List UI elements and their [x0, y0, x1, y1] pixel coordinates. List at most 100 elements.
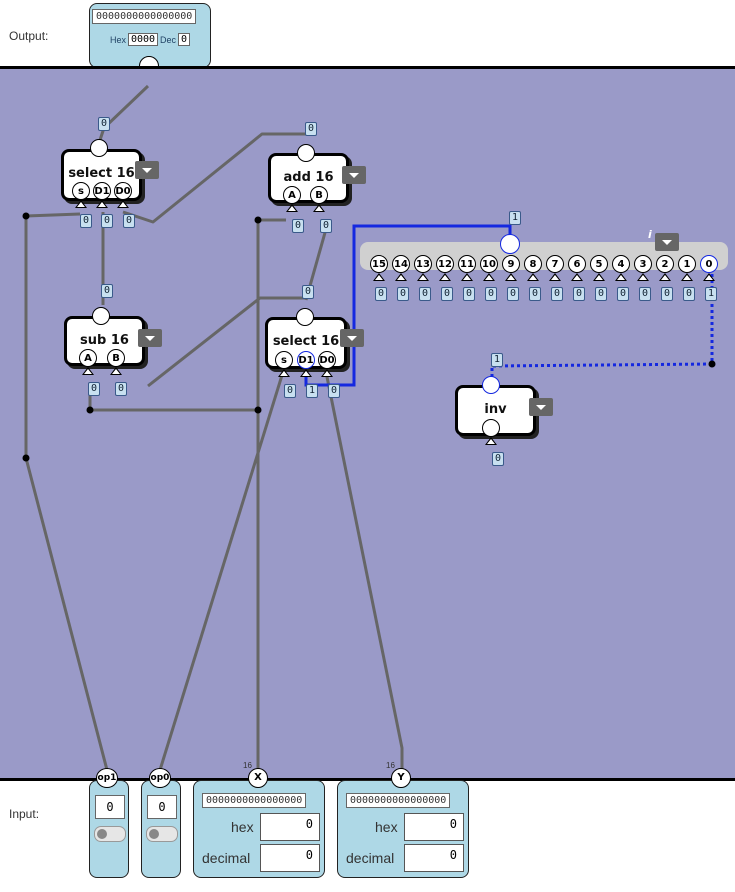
splitter-bit-value: 0: [573, 287, 586, 301]
x-input-panel: 0000000000000000 hex 0 decimal 0: [193, 780, 325, 878]
x-hex-input[interactable]: 0: [260, 813, 320, 841]
x-dec-input[interactable]: 0: [260, 844, 320, 872]
y-bits: 0000000000000000: [346, 793, 451, 808]
sub-title: sub 16: [80, 333, 129, 348]
sub-b-pin[interactable]: B: [107, 349, 125, 367]
splitter-bit-pin[interactable]: 9: [502, 255, 520, 273]
y-dec-input[interactable]: 0: [404, 844, 464, 872]
op0-toggle[interactable]: [146, 826, 178, 842]
splitter-bit-pin[interactable]: 5: [590, 255, 608, 273]
select-mid-s-port: [278, 369, 290, 377]
inv-menu-button[interactable]: [529, 398, 553, 416]
splitter-menu-button[interactable]: [655, 233, 679, 251]
splitter-bit-pin[interactable]: 8: [524, 255, 542, 273]
select-top-s-port: [75, 200, 87, 208]
splitter-bit-pin[interactable]: 7: [546, 255, 564, 273]
wire-value: 0: [302, 285, 315, 299]
inv-out-pin[interactable]: [482, 419, 500, 437]
wire: [147, 296, 306, 388]
bus-wire: [304, 224, 512, 387]
sub-a-pin[interactable]: A: [79, 349, 97, 367]
sub-menu-button[interactable]: [138, 329, 162, 347]
wire-value: 0: [328, 384, 341, 398]
output-bits: 0000000000000000: [92, 9, 197, 24]
splitter-in-pin[interactable]: [500, 234, 520, 254]
info-icon[interactable]: i: [334, 319, 338, 332]
splitter-bit-port: [659, 273, 671, 281]
x-pin[interactable]: X: [248, 768, 268, 788]
junctions: [22, 212, 716, 462]
x-hex-label: hex: [231, 819, 254, 835]
add-a-pin[interactable]: A: [283, 186, 301, 204]
info-icon[interactable]: i: [648, 228, 652, 241]
splitter-bit-pin[interactable]: 15: [370, 255, 388, 273]
info-icon[interactable]: i: [524, 388, 528, 401]
splitter-bit-pin[interactable]: 10: [480, 255, 498, 273]
op0-pin[interactable]: op0: [149, 768, 171, 788]
wire-value: 0: [305, 122, 318, 136]
select-top-menu-button[interactable]: [135, 161, 159, 179]
add-menu-button[interactable]: [342, 166, 366, 184]
output-label: Output:: [9, 29, 49, 43]
select-mid-d0-pin[interactable]: D0: [318, 351, 336, 369]
wire: [122, 132, 306, 224]
splitter-bit-pin[interactable]: 12: [436, 255, 454, 273]
splitter-bit-value: 0: [617, 287, 630, 301]
wire-value: 0: [123, 214, 136, 228]
width-label: 16: [386, 761, 395, 770]
select-mid-title: select 16: [272, 334, 340, 349]
info-icon[interactable]: i: [133, 319, 137, 332]
select-top-s-pin[interactable]: s: [72, 182, 90, 200]
select-mid-d1-pin[interactable]: D1: [297, 351, 315, 369]
inv-in-pin[interactable]: [482, 376, 500, 394]
splitter-bit-value: 0: [419, 287, 432, 301]
bus-group: [304, 224, 714, 387]
select-top-d0-pin[interactable]: D0: [114, 182, 132, 200]
junction: [22, 454, 30, 462]
splitter-bit-pin[interactable]: 3: [634, 255, 652, 273]
info-icon[interactable]: i: [130, 151, 134, 164]
output-dec-value: 0: [178, 33, 191, 46]
select-mid-d1-port: [300, 369, 312, 377]
splitter-bit-port: [505, 273, 517, 281]
wire: [158, 371, 285, 771]
splitter-bit-pin[interactable]: 13: [414, 255, 432, 273]
info-icon[interactable]: i: [337, 155, 341, 168]
wire: [24, 216, 109, 771]
splitter-bit-port: [703, 273, 715, 281]
wire-value: 0: [292, 219, 305, 233]
splitter-bit-value: 0: [375, 287, 388, 301]
splitter-bit-value: 1: [705, 287, 718, 301]
splitter-bit-pin[interactable]: 6: [568, 255, 586, 273]
wire-value: 0: [492, 452, 505, 466]
sub-out-pin[interactable]: [92, 307, 110, 325]
select-top-d0-port: [117, 200, 129, 208]
wire-value: 0: [101, 214, 114, 228]
op1-toggle[interactable]: [94, 826, 126, 842]
select-mid-menu-button[interactable]: [340, 329, 364, 347]
x-dec-label: decimal: [202, 850, 251, 866]
y-pin[interactable]: Y: [391, 768, 411, 788]
select-top-title: select 16: [68, 166, 135, 181]
splitter-bit-pin[interactable]: 14: [392, 255, 410, 273]
splitter-bit-pin[interactable]: 11: [458, 255, 476, 273]
wire-value: 0: [80, 214, 93, 228]
select-mid-s-pin[interactable]: s: [275, 351, 293, 369]
splitter-bit-value: 0: [661, 287, 674, 301]
splitter-bit-value: 0: [463, 287, 476, 301]
splitter-bit-pin[interactable]: 0: [700, 255, 718, 273]
splitter-bit-port: [483, 273, 495, 281]
splitter-bit-pin[interactable]: 4: [612, 255, 630, 273]
sub-component[interactable]: sub 16: [64, 316, 145, 366]
add-b-pin[interactable]: B: [310, 186, 328, 204]
select-top-d1-pin[interactable]: D1: [93, 182, 111, 200]
select-top-out-pin[interactable]: [90, 139, 108, 157]
splitter-bit-pin[interactable]: 1: [678, 255, 696, 273]
select-mid-out-pin[interactable]: [296, 308, 314, 326]
add-out-pin[interactable]: [297, 144, 315, 162]
splitter-bit-port: [439, 273, 451, 281]
y-hex-input[interactable]: 0: [404, 813, 464, 841]
select-mid-d0-port: [321, 369, 333, 377]
splitter-bit-pin[interactable]: 2: [656, 255, 674, 273]
op1-pin[interactable]: op1: [96, 768, 118, 788]
